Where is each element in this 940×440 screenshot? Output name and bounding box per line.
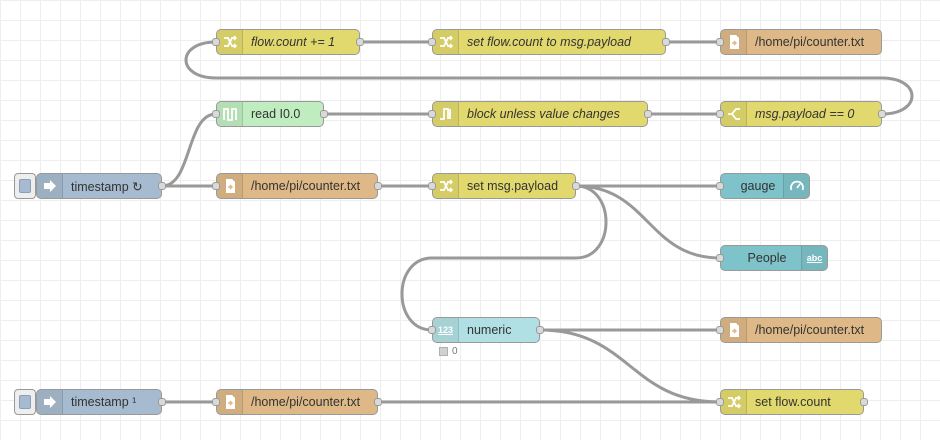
wire-numeric-to-set_flow_count[interactable] [539, 328, 721, 404]
input-port[interactable] [716, 110, 724, 118]
input-port[interactable] [428, 182, 436, 190]
node-label: set flow.count [755, 395, 831, 409]
rbe-block-node[interactable]: block unless value changes [428, 101, 652, 127]
input-port[interactable] [212, 110, 220, 118]
set-flow-count-node[interactable]: set flow.count [716, 389, 868, 415]
node-label: set flow.count to msg.payload [467, 35, 631, 49]
change-icon [433, 174, 459, 198]
input-port[interactable] [428, 326, 436, 334]
node-label: People [747, 251, 787, 265]
flow-count-inc-node[interactable]: flow.count += 1 [212, 29, 364, 55]
node-label: flow.count += 1 [251, 35, 336, 49]
node-label: timestamp ¹ [71, 395, 137, 409]
file-icon [217, 174, 243, 198]
read-io-node[interactable]: read I0.0 [212, 101, 328, 127]
node-label: /home/pi/counter.txt [755, 35, 865, 49]
text-icon-glyph: abc [806, 253, 823, 263]
wire-inject_timestamp_repeat-to-read_io[interactable] [161, 112, 217, 188]
input-port[interactable] [716, 254, 724, 262]
file-icon [721, 318, 747, 342]
node-label: /home/pi/counter.txt [251, 179, 361, 193]
wire-switch_zero-to-flow_count_inc[interactable] [184, 40, 914, 116]
output-port[interactable] [374, 182, 382, 190]
set-flow-count-to-payload-node[interactable]: set flow.count to msg.payload [428, 29, 670, 55]
people-text-node[interactable]: People abc [716, 245, 828, 271]
wire-set_msg_payload-to-numeric[interactable] [400, 184, 608, 332]
input-port[interactable] [716, 326, 724, 334]
node-label: /home/pi/counter.txt [251, 395, 361, 409]
file-write-top-node[interactable]: /home/pi/counter.txt [716, 29, 882, 55]
output-port[interactable] [878, 110, 886, 118]
numeric-icon-glyph: 123 [437, 325, 454, 335]
numeric-status: 0 [439, 346, 458, 357]
status-text: 0 [452, 346, 458, 357]
switch-icon [721, 102, 747, 126]
output-port[interactable] [536, 326, 544, 334]
input-port[interactable] [212, 182, 220, 190]
input-port[interactable] [428, 38, 436, 46]
output-port[interactable] [374, 398, 382, 406]
node-label: numeric [467, 323, 512, 337]
pulse-icon [217, 102, 243, 126]
node-label: block unless value changes [467, 107, 620, 121]
file-icon [721, 30, 747, 54]
input-port[interactable] [428, 110, 436, 118]
gauge-node[interactable]: gauge [716, 173, 810, 199]
output-port[interactable] [644, 110, 652, 118]
change-icon [217, 30, 243, 54]
numeric-icon: 123 [433, 318, 459, 342]
text-icon: abc [801, 246, 827, 270]
input-port[interactable] [212, 398, 220, 406]
input-port[interactable] [212, 38, 220, 46]
node-label: set msg.payload [467, 179, 559, 193]
node-label: read I0.0 [251, 107, 301, 121]
node-label: gauge [740, 179, 776, 193]
status-dot [439, 347, 448, 356]
inject-timestamp-repeat-node[interactable]: timestamp ↻ [36, 173, 166, 199]
output-port[interactable] [320, 110, 328, 118]
inject-icon [37, 390, 63, 414]
file-write-bottom-node[interactable]: /home/pi/counter.txt [716, 317, 882, 343]
inject-trigger-button[interactable] [14, 389, 36, 415]
change-icon [433, 30, 459, 54]
file-icon [217, 390, 243, 414]
node-label: msg.payload == 0 [755, 107, 855, 121]
output-port[interactable] [158, 182, 166, 190]
inject-timestamp-once-node[interactable]: timestamp ¹ [36, 389, 166, 415]
switch-zero-node[interactable]: msg.payload == 0 [716, 101, 886, 127]
numeric-node[interactable]: 123 numeric [428, 317, 544, 343]
input-port[interactable] [716, 182, 724, 190]
file-read-bottom-node[interactable]: /home/pi/counter.txt [212, 389, 382, 415]
set-msg-payload-node[interactable]: set msg.payload [428, 173, 580, 199]
input-port[interactable] [716, 398, 724, 406]
output-port[interactable] [860, 398, 868, 406]
rbe-icon [433, 102, 459, 126]
node-label: timestamp ↻ [71, 179, 143, 194]
output-port[interactable] [158, 398, 166, 406]
inject-icon [37, 174, 63, 198]
input-port[interactable] [716, 38, 724, 46]
output-port[interactable] [572, 182, 580, 190]
gauge-icon [783, 174, 809, 198]
output-port[interactable] [662, 38, 670, 46]
node-label: /home/pi/counter.txt [755, 323, 865, 337]
output-port[interactable] [356, 38, 364, 46]
wire-set_msg_payload-to-people[interactable] [575, 184, 721, 260]
inject-trigger-button[interactable] [14, 173, 36, 199]
file-read-middle-node[interactable]: /home/pi/counter.txt [212, 173, 382, 199]
change-icon [721, 390, 747, 414]
